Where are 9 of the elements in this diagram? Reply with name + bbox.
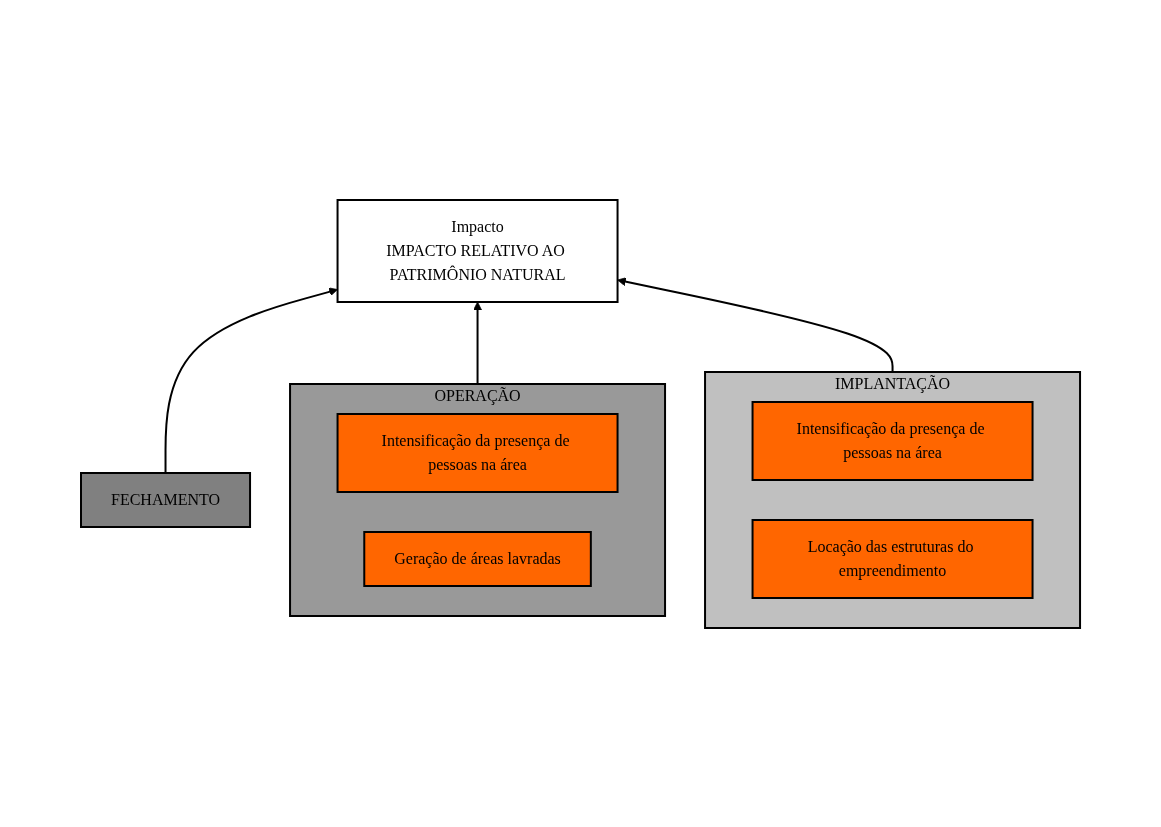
node-box: FECHAMENTO <box>79 471 251 528</box>
node-box: Impacto IMPACTO RELATIVO AO PATRIMÔNIO NATURAL <box>336 198 619 303</box>
node-box: Intensificação da presença de pessoas na área <box>336 412 619 493</box>
node-box: Locação das estruturas do empreendimento <box>751 518 1034 599</box>
arrow <box>164 286 338 474</box>
node-box: Intensificação da presença de pessoas na área <box>751 400 1034 481</box>
arrow <box>617 276 894 373</box>
arrow <box>473 301 482 385</box>
node-box: Geração de áreas lavradas <box>363 530 592 587</box>
